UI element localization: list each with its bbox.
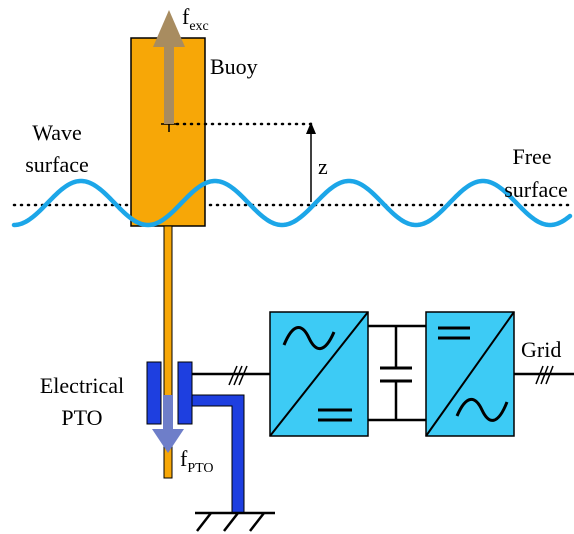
pto-label-line1: Electrical: [40, 373, 124, 398]
z-displacement-arrow: [306, 122, 316, 202]
grid-label: Grid: [521, 337, 561, 362]
dc-symbol-icon: [318, 408, 352, 422]
pto-stator-right: [177, 361, 193, 425]
f-exc-arrow: [153, 10, 185, 124]
f-pto-label: fPTO: [180, 446, 214, 476]
dc-symbol-icon: [438, 326, 470, 340]
z-label: z: [318, 154, 328, 179]
f-exc-label: fexc: [182, 4, 209, 34]
grid-wire: [514, 365, 574, 385]
ac-symbol-icon: [455, 398, 509, 422]
dc-link-capacitor: [380, 326, 412, 420]
ground-symbol: [195, 511, 275, 532]
wave-surface-curve: [11, 178, 573, 228]
pto-to-converter-wire: [192, 365, 270, 386]
ac-symbol-icon: [282, 326, 336, 350]
wave-surface-label-line1: Wave: [32, 120, 82, 145]
free-surface-label-line2: surface: [504, 177, 568, 202]
wave-surface-label-line2: surface: [25, 152, 89, 177]
pto-stator-left: [146, 361, 162, 425]
free-surface-label-line1: Free: [512, 144, 551, 169]
pto-label-line2: PTO: [61, 405, 102, 430]
buoy-shaft: [163, 225, 173, 479]
dc-ac-inverter: [425, 311, 515, 437]
f-pto-arrow: [152, 395, 184, 453]
buoy-label: Buoy: [210, 54, 258, 79]
ac-dc-converter: [269, 311, 369, 437]
pto-ground-connector: [191, 394, 245, 514]
